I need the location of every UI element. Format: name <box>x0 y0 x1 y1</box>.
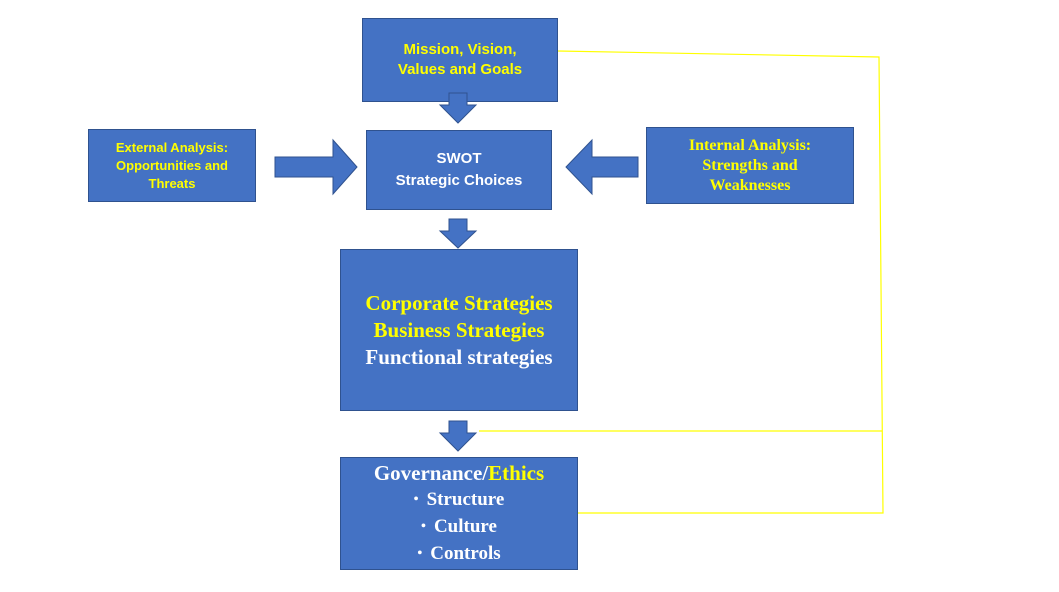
governance-title-part1: Governance/ <box>373 461 489 485</box>
internal-line-3: Weaknesses <box>709 176 791 194</box>
governance-title-part2: Ethics <box>488 461 545 485</box>
governance-items: Structure Culture Controls <box>414 487 505 568</box>
internal-line-1: Internal Analysis: <box>688 136 812 154</box>
swot-line-1: SWOT <box>436 150 482 167</box>
external-line-1: External Analysis: <box>115 139 229 155</box>
mission-line-1: Mission, Vision, <box>403 41 517 58</box>
internal-analysis-box: Internal Analysis: Strengths and Weaknes… <box>646 127 854 204</box>
internal-line-2: Strengths and <box>702 156 798 174</box>
feedback-line-to-mission <box>557 50 884 514</box>
governance-title: Governance/Ethics <box>374 459 544 487</box>
external-analysis-box: External Analysis: Opportunities and Thr… <box>88 129 256 202</box>
mission-line-2: Values and Goals <box>397 61 523 78</box>
down-arrow-mission-to-swot <box>438 92 478 124</box>
down-arrow-swot-to-strategies <box>438 218 478 249</box>
business-strategies-label: Business Strategies <box>373 317 545 342</box>
mission-box: Mission, Vision, Values and Goals <box>362 18 558 102</box>
down-arrow-strategies-to-governance <box>438 420 478 452</box>
swot-box: SWOT Strategic Choices <box>366 130 552 210</box>
governance-item-culture: Culture <box>414 514 505 541</box>
governance-item-structure: Structure <box>414 487 505 514</box>
external-line-2: Opportunities and <box>116 157 228 173</box>
governance-item-controls: Controls <box>414 541 505 568</box>
corporate-strategies-label: Corporate Strategies <box>365 290 553 315</box>
functional-strategies-label: Functional strategies <box>365 344 553 369</box>
strategies-box: Corporate Strategies Business Strategies… <box>340 249 578 411</box>
right-arrow-external-to-swot <box>274 138 358 196</box>
external-line-3: Threats <box>148 175 196 191</box>
governance-box: Governance/Ethics Structure Culture Cont… <box>340 457 578 570</box>
left-arrow-internal-to-swot <box>565 138 639 196</box>
swot-line-2: Strategic Choices <box>395 172 523 189</box>
